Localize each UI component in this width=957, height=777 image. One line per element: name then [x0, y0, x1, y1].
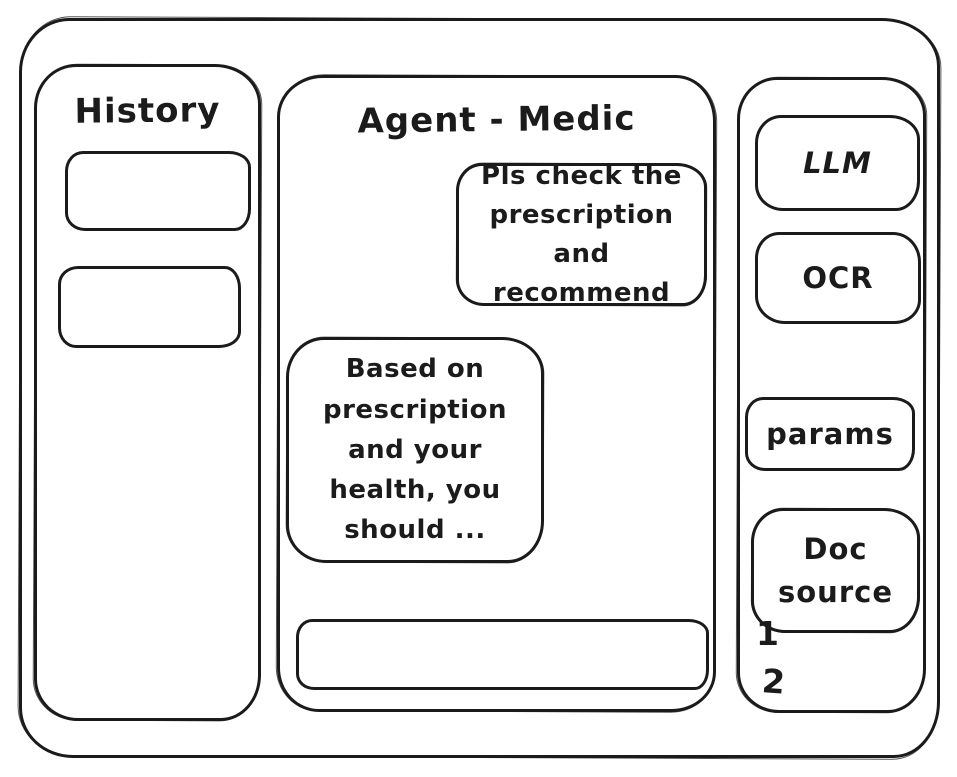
llm-button[interactable]: LLM — [755, 115, 920, 211]
page-title: Agent - Medic — [357, 98, 636, 142]
chat-message-user: Pls check the prescription and recommend — [456, 161, 707, 308]
chat-message-agent: Based on prescription and your health, y… — [286, 337, 544, 563]
history-title: History — [74, 90, 221, 132]
history-sidebar: History — [34, 64, 261, 721]
doc-source-item-1[interactable]: 1 — [756, 614, 779, 653]
history-item[interactable] — [58, 266, 241, 348]
doc-source-item-2[interactable]: 2 — [760, 661, 787, 702]
params-button[interactable]: params — [745, 397, 915, 471]
chat-input[interactable] — [296, 619, 709, 690]
history-item[interactable] — [65, 151, 251, 231]
tools-sidebar: LLM OCR params Doc source 1 2 — [737, 77, 926, 713]
chat-panel: Agent - Medic Pls check the prescription… — [277, 75, 716, 712]
ocr-button[interactable]: OCR — [755, 232, 921, 324]
doc-source-button[interactable]: Doc source — [751, 508, 920, 633]
